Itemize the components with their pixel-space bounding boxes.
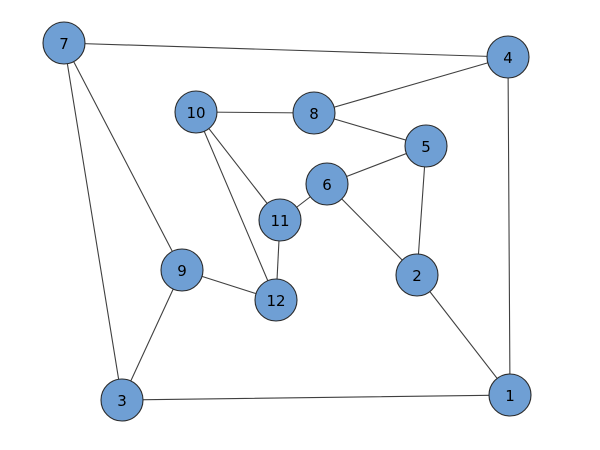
graph-node-circle-3[interactable] — [100, 378, 144, 422]
graph-node-circle-12[interactable] — [254, 278, 298, 322]
graph-node-6[interactable]: 6 — [305, 162, 349, 206]
graph-node-circle-11[interactable] — [258, 198, 302, 242]
graph-edge-8-4 — [313, 56, 509, 114]
graph-node-circle-6[interactable] — [305, 162, 349, 206]
graph-edge-7-9 — [63, 42, 183, 271]
graph-node-circle-8[interactable] — [292, 91, 336, 135]
graph-node-circle-7[interactable] — [42, 21, 86, 65]
graph-node-11[interactable]: 11 — [258, 198, 302, 242]
graph-node-circle-4[interactable] — [486, 35, 530, 79]
graph-edge-5-2 — [416, 145, 427, 276]
graph-node-9[interactable]: 9 — [160, 248, 204, 292]
graph-edge-10-12 — [195, 111, 277, 301]
graph-edge-10-11 — [195, 111, 281, 221]
graph-edge-7-3 — [63, 42, 123, 401]
graph-node-4[interactable]: 4 — [486, 35, 530, 79]
graph-node-circle-9[interactable] — [160, 248, 204, 292]
graph-node-1[interactable]: 1 — [488, 373, 532, 417]
graph-edge-9-3 — [121, 269, 183, 401]
graph-edge-7-4 — [63, 42, 509, 58]
graph-node-circle-10[interactable] — [174, 90, 218, 134]
graph-edge-2-1 — [416, 274, 511, 396]
graph-node-circle-2[interactable] — [395, 253, 439, 297]
graph-edge-3-1 — [121, 394, 511, 401]
graph-node-5[interactable]: 5 — [404, 124, 448, 168]
graph-node-circle-5[interactable] — [404, 124, 448, 168]
graph-node-12[interactable]: 12 — [254, 278, 298, 322]
graph-node-10[interactable]: 10 — [174, 90, 218, 134]
graph-edge-4-1 — [507, 56, 511, 396]
graph-node-2[interactable]: 2 — [395, 253, 439, 297]
graph-node-7[interactable]: 7 — [42, 21, 86, 65]
graph-node-circle-1[interactable] — [488, 373, 532, 417]
graph-node-8[interactable]: 8 — [292, 91, 336, 135]
graph-node-3[interactable]: 3 — [100, 378, 144, 422]
